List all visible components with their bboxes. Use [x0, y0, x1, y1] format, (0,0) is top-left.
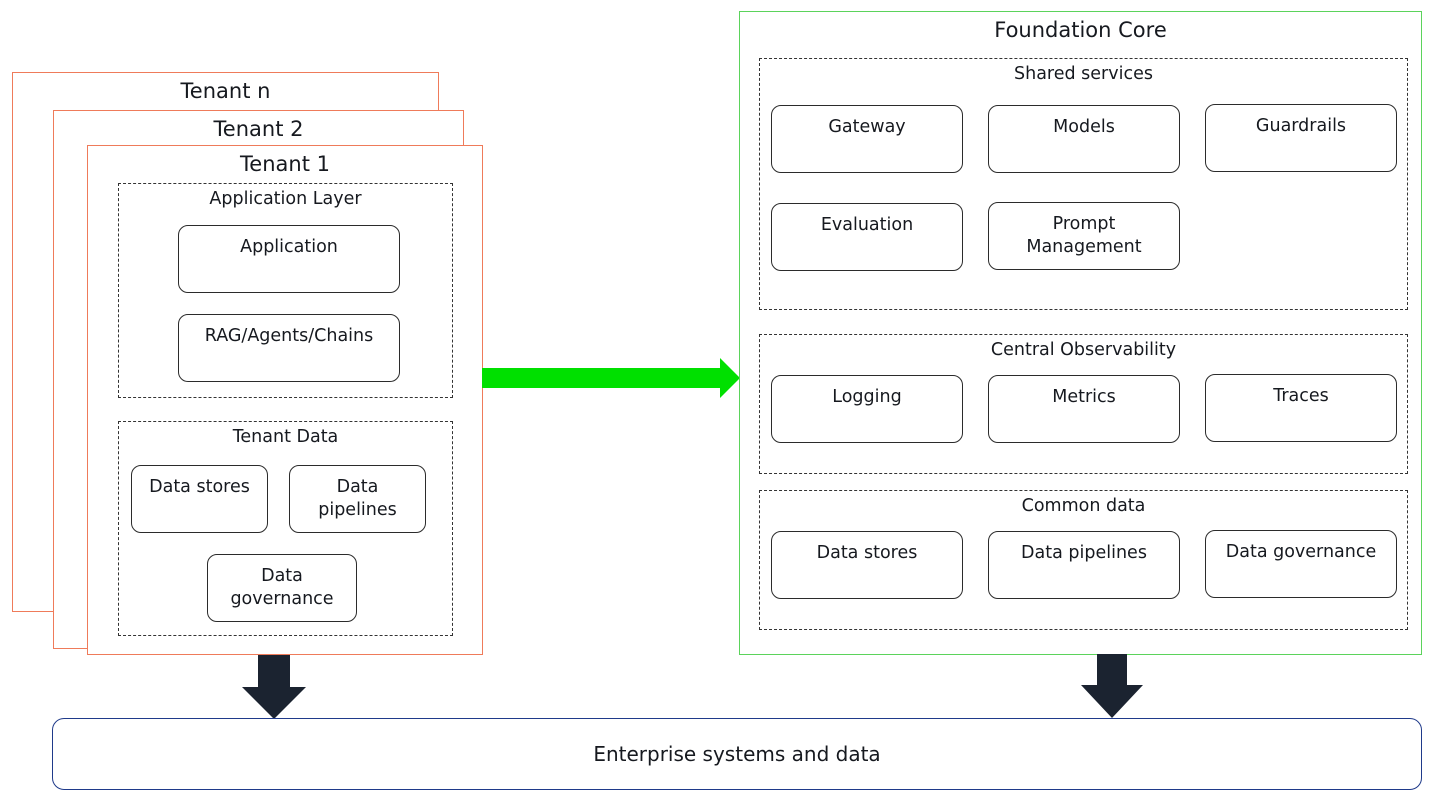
common-data-governance-box: Data governance — [1205, 530, 1397, 598]
common-data-governance-label: Data governance — [1225, 542, 1377, 562]
enterprise-systems-label: Enterprise systems and data — [593, 742, 881, 766]
models-box: Models — [988, 105, 1180, 173]
application-box: Application — [178, 225, 400, 293]
foundation-core-title: Foundation Core — [994, 18, 1167, 42]
tenant-data-pipelines-box: Data pipelines — [289, 465, 426, 533]
central-observability-section: Central Observability — [759, 334, 1408, 474]
central-observability-title: Central Observability — [990, 340, 1177, 360]
shared-services-section: Shared services — [759, 58, 1408, 310]
logging-label: Logging — [832, 387, 902, 407]
foundation-core-frame: Foundation Core — [739, 11, 1422, 655]
traces-box: Traces — [1205, 374, 1397, 442]
common-data-pipelines-box: Data pipelines — [988, 531, 1180, 599]
metrics-box: Metrics — [988, 375, 1180, 443]
tenant-2-title: Tenant 2 — [213, 117, 304, 141]
common-data-stores-box: Data stores — [771, 531, 963, 599]
evaluation-box: Evaluation — [771, 203, 963, 271]
tenant-data-governance-box: Data governance — [207, 554, 357, 622]
metrics-label: Metrics — [1052, 387, 1116, 407]
gateway-box: Gateway — [771, 105, 963, 173]
rag-agents-chains-label: RAG/Agents/Chains — [204, 326, 374, 346]
gateway-label: Gateway — [828, 117, 906, 137]
application-layer-title: Application Layer — [209, 189, 362, 209]
prompt-management-label: Prompt Management — [1026, 214, 1142, 257]
guardrails-label: Guardrails — [1255, 116, 1347, 136]
enterprise-systems-box: Enterprise systems and data — [52, 718, 1422, 790]
tenant-data-governance-label: Data governance — [230, 566, 334, 609]
common-data-stores-label: Data stores — [816, 543, 918, 563]
application-label: Application — [240, 237, 338, 257]
shared-services-title: Shared services — [1014, 64, 1153, 84]
logging-box: Logging — [771, 375, 963, 443]
rag-agents-chains-box: RAG/Agents/Chains — [178, 314, 400, 382]
core-down-arrow — [1081, 654, 1143, 718]
common-data-section: Common data — [759, 490, 1408, 630]
guardrails-box: Guardrails — [1205, 104, 1397, 172]
tenant-n-title: Tenant n — [180, 79, 271, 103]
common-data-title: Common data — [1021, 496, 1146, 516]
tenant-data-section: Tenant Data — [118, 421, 453, 636]
tenant-down-arrow — [242, 655, 306, 719]
tenant-data-title: Tenant Data — [232, 427, 339, 447]
traces-label: Traces — [1273, 386, 1329, 406]
common-data-pipelines-label: Data pipelines — [1021, 543, 1147, 563]
tenant-data-stores-box: Data stores — [131, 465, 268, 533]
tenant-1-title: Tenant 1 — [240, 152, 330, 176]
tenant-data-stores-label: Data stores — [149, 477, 250, 497]
prompt-management-box: Prompt Management — [988, 202, 1180, 270]
tenant-data-pipelines-label: Data pipelines — [318, 477, 397, 520]
application-layer-section: Application Layer — [118, 183, 453, 398]
models-label: Models — [1053, 117, 1115, 137]
tenant-to-core-arrow — [482, 358, 740, 398]
evaluation-label: Evaluation — [820, 215, 914, 235]
